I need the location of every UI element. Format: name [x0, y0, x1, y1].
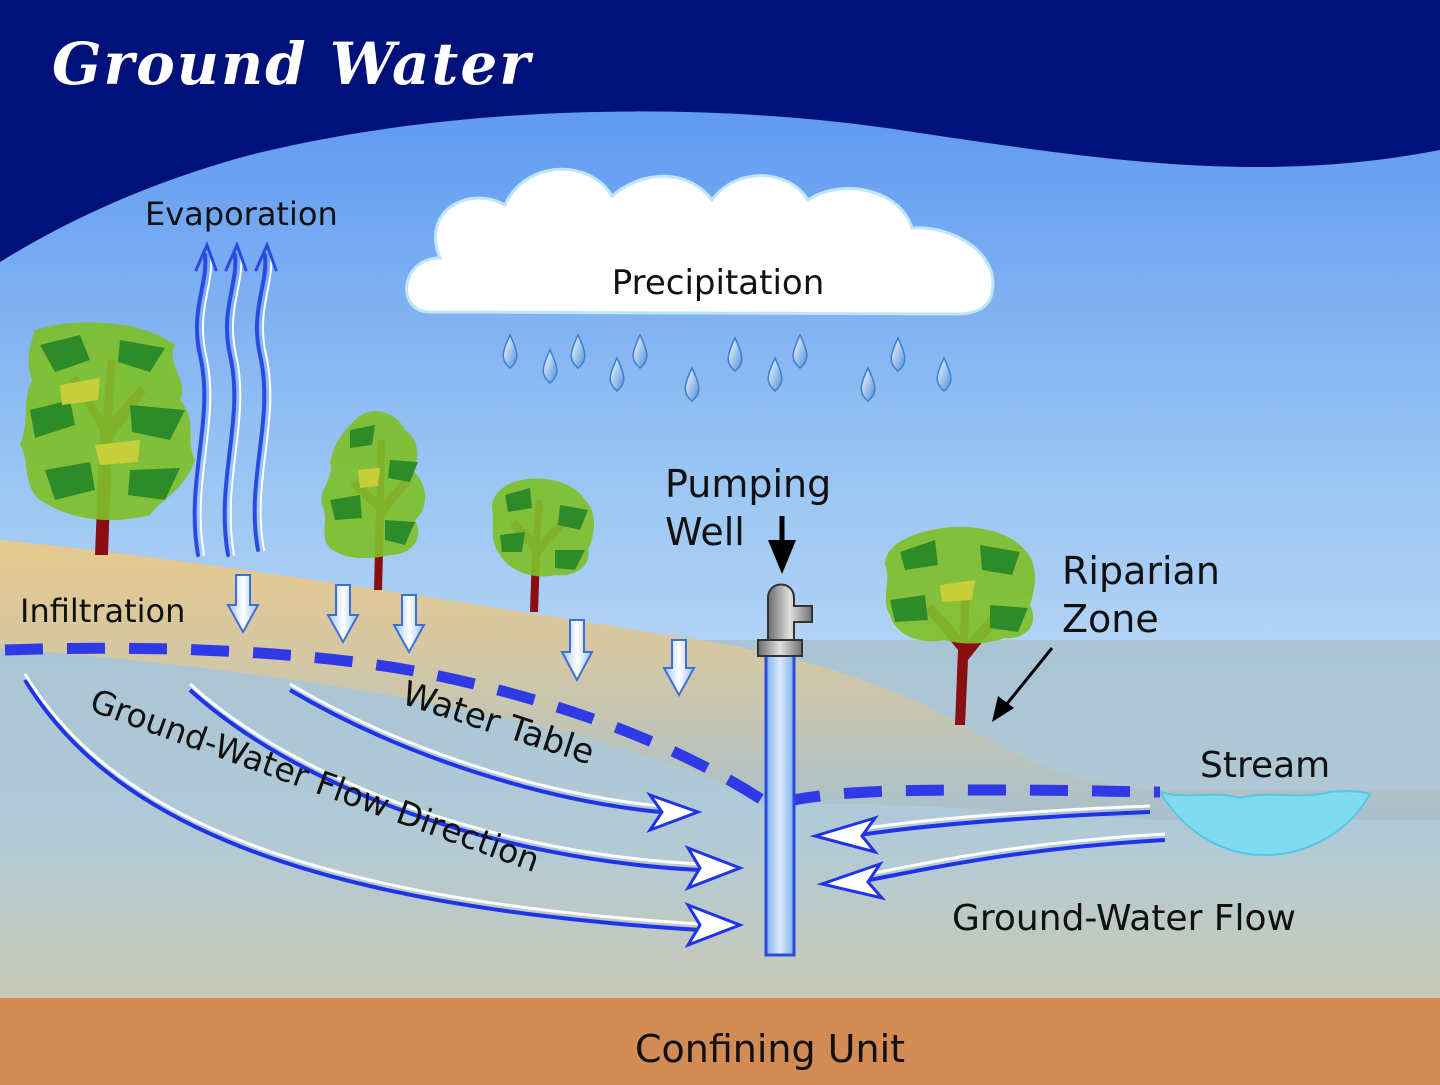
precipitation-label: Precipitation	[612, 263, 825, 303]
pumping-well-pointer	[768, 516, 796, 574]
evaporation-arrows	[192, 240, 278, 557]
arrowhead-icon	[816, 861, 887, 901]
arrowhead-icon	[809, 815, 880, 855]
infiltration-arrow-icon	[662, 639, 696, 698]
gw-flow-label: Ground-Water Flow	[952, 898, 1296, 939]
raindrop-icon	[684, 366, 700, 402]
stream	[1157, 790, 1372, 857]
tree-riparian	[885, 526, 1035, 725]
riparian-label-line2: Zone	[1062, 597, 1159, 641]
infiltration-arrows	[226, 574, 696, 698]
well-casing	[764, 653, 796, 957]
tree-medium	[321, 411, 426, 590]
diagram-title: Ground Water	[52, 30, 534, 98]
well-cap-base	[757, 639, 803, 657]
infiltration-arrow-icon	[392, 594, 426, 655]
raindrop-icon	[936, 356, 952, 392]
raindrop-icon	[792, 333, 808, 369]
pumping-well-label-line1: Pumping	[665, 462, 831, 506]
infiltration-arrow-icon	[226, 574, 260, 635]
raindrop-icon	[632, 333, 648, 369]
evaporation-label: Evaporation	[145, 195, 338, 233]
raindrop-icon	[570, 333, 586, 369]
gw-flow-arrowheads	[646, 792, 745, 948]
gw-flow-right-arrowheads	[809, 815, 887, 901]
well-pump-head	[767, 583, 813, 641]
pumping-well	[757, 583, 813, 957]
water-table-line	[4, 642, 1161, 811]
stream-label: Stream	[1200, 745, 1330, 786]
raindrop-icon	[767, 356, 783, 392]
soil-layer	[0, 540, 1440, 820]
gw-flow-direction-arrows	[23, 673, 701, 932]
confining-unit	[0, 998, 1440, 1085]
raindrop-icon	[609, 356, 625, 392]
infiltration-arrow-icon	[560, 619, 594, 683]
dark-sky-band	[0, 0, 1440, 262]
confining-unit-label: Confining Unit	[635, 1027, 905, 1071]
arrowhead-icon	[684, 902, 745, 948]
raindrop-icon	[502, 333, 518, 369]
raindrops	[502, 333, 952, 402]
pumping-well-label-line2: Well	[665, 510, 745, 554]
raindrop-icon	[542, 348, 558, 384]
infiltration-label: Infiltration	[20, 592, 185, 630]
infiltration-arrow-icon	[326, 584, 360, 645]
riparian-pointer	[992, 647, 1054, 722]
cloud	[405, 167, 995, 316]
raindrop-icon	[860, 366, 876, 402]
raindrop-icon	[890, 336, 906, 372]
raindrop-icon	[727, 336, 743, 372]
tree-small	[492, 478, 594, 612]
tree-large-left	[20, 322, 195, 555]
riparian-label-line1: Riparian	[1062, 549, 1220, 593]
arrowhead-icon	[646, 792, 703, 834]
arrowhead-icon	[684, 845, 745, 891]
